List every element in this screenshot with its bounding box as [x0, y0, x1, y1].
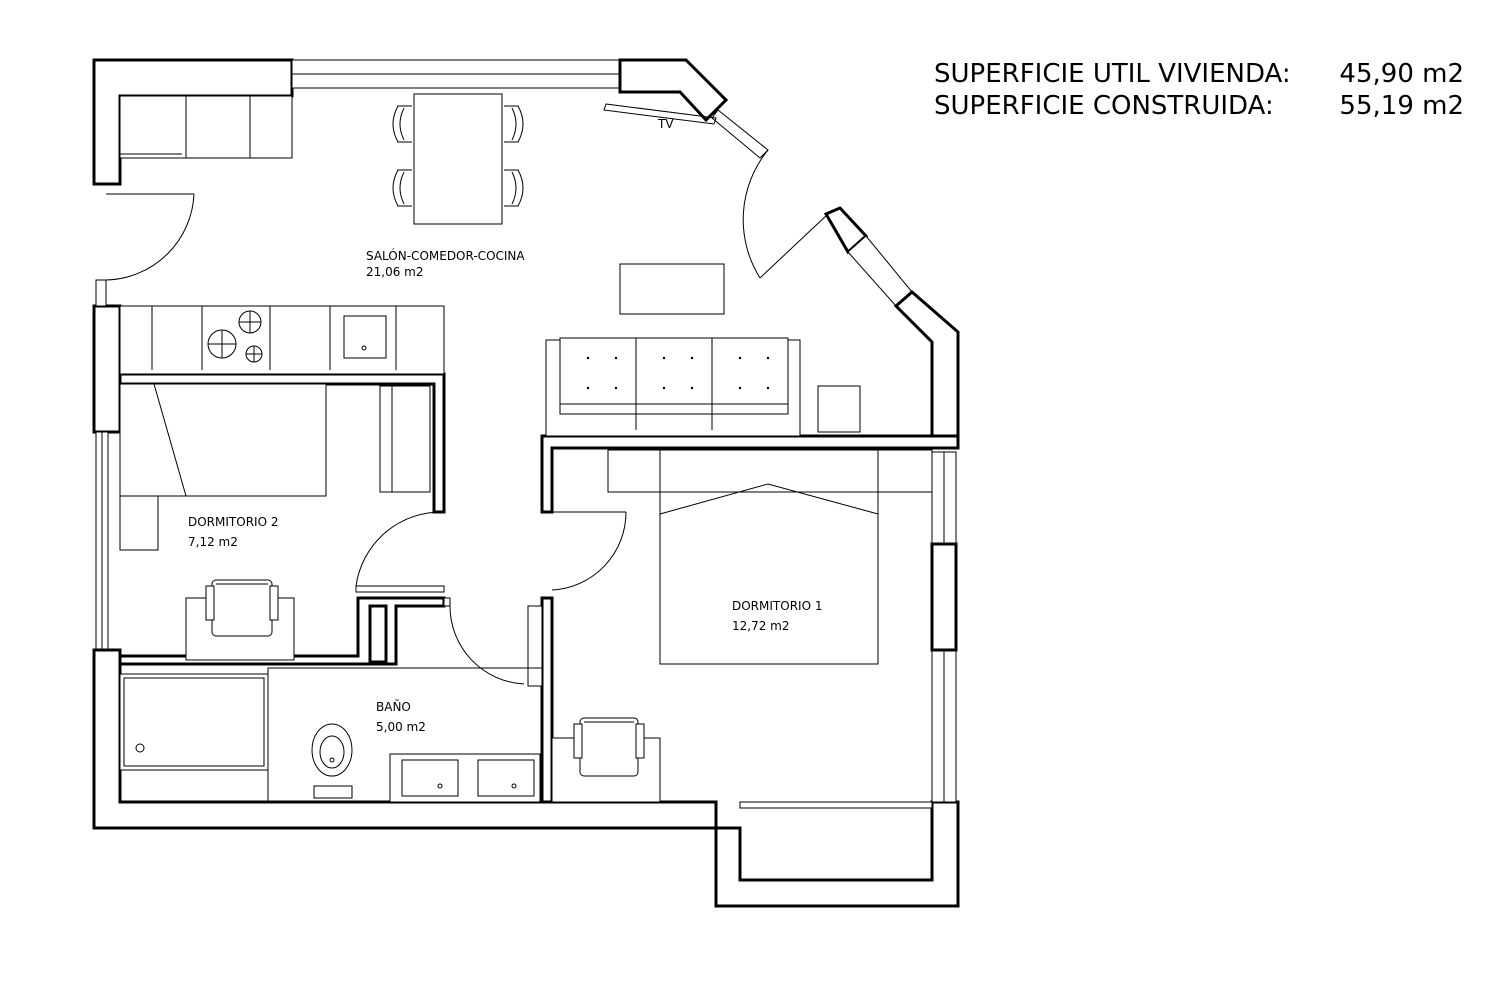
door-swing-bathroom — [449, 605, 525, 685]
room-name-dormitorio-1: DORMITORIO 1 — [732, 599, 822, 613]
kitchen-counters — [119, 95, 445, 375]
bathroom-fixtures — [119, 667, 543, 803]
bed-single — [119, 383, 327, 497]
exterior-walls — [92, 58, 960, 908]
hob-icon — [207, 310, 263, 363]
door-swing-bedroom-1 — [551, 511, 627, 591]
desk-chair-icon — [573, 717, 645, 777]
wall-bathroom-east — [540, 596, 554, 804]
room-name-bano: BAÑO — [376, 699, 411, 714]
useful-area-label: SUPERFICIE UTIL VIVIENDA: — [934, 59, 1291, 89]
entrance-door-swing — [742, 149, 769, 279]
dining-set — [392, 93, 524, 225]
coffee-table — [619, 263, 725, 315]
bed-double — [659, 449, 879, 665]
wall-stub — [368, 604, 388, 664]
room-labels: SALÓN-COMEDOR-COCINA 21,06 m2 DORMITORIO… — [188, 248, 822, 734]
side-table — [817, 385, 861, 433]
window-diagonal-top — [711, 109, 769, 159]
doors — [105, 193, 627, 685]
wall-pier-right — [930, 542, 958, 652]
toilet-icon — [311, 723, 353, 799]
kitchen-sink-icon — [343, 315, 387, 359]
wall-left-kitchen — [92, 304, 122, 434]
bedroom-1-furniture — [551, 449, 933, 803]
chair-icon — [504, 105, 524, 143]
chair-icon — [392, 169, 412, 207]
chair-icon — [392, 105, 412, 143]
desk-chair-icon — [205, 579, 279, 637]
window-diagonal-right — [847, 235, 913, 307]
area-summary: SUPERFICIE UTIL VIVIENDA: 45,90 m2 SUPER… — [934, 58, 1464, 122]
tv-label: TV — [657, 117, 674, 131]
wall-bottom — [92, 648, 960, 908]
wardrobe-bedroom-2 — [379, 385, 431, 493]
chair-icon — [504, 169, 524, 207]
kitchen-counter — [119, 305, 445, 375]
interior-walls — [118, 372, 960, 804]
shower-tray — [119, 673, 269, 771]
window-bay — [739, 801, 933, 809]
built-area-value: 55,19 m2 — [1339, 91, 1464, 121]
useful-area-value: 45,90 m2 — [1339, 59, 1464, 89]
useful-area-row: SUPERFICIE UTIL VIVIENDA: 45,90 m2 — [934, 58, 1464, 90]
room-name-dormitorio-2: DORMITORIO 2 — [188, 515, 278, 529]
wall-right-upper — [893, 290, 960, 446]
room-area-salon: 21,06 m2 — [366, 265, 424, 279]
built-area-row: SUPERFICIE CONSTRUIDA: 55,19 m2 — [934, 90, 1464, 122]
room-name-salon: SALÓN-COMEDOR-COCINA — [366, 248, 525, 263]
room-area-dormitorio-2: 7,12 m2 — [188, 535, 238, 549]
wall-bedroom-1-north — [540, 434, 960, 514]
sofa — [545, 337, 801, 437]
room-area-dormitorio-1: 12,72 m2 — [732, 619, 790, 633]
door-swing-top-left — [105, 193, 195, 281]
wall-top-right — [618, 58, 729, 123]
bedroom-2-furniture — [119, 383, 431, 661]
dining-table — [413, 93, 503, 225]
room-area-bano: 5,00 m2 — [376, 720, 426, 734]
door-swing-bedroom-2 — [355, 511, 445, 587]
vanity — [389, 753, 541, 803]
tv-unit: TV — [603, 103, 717, 131]
built-area-label: SUPERFICIE CONSTRUIDA: — [934, 91, 1274, 121]
